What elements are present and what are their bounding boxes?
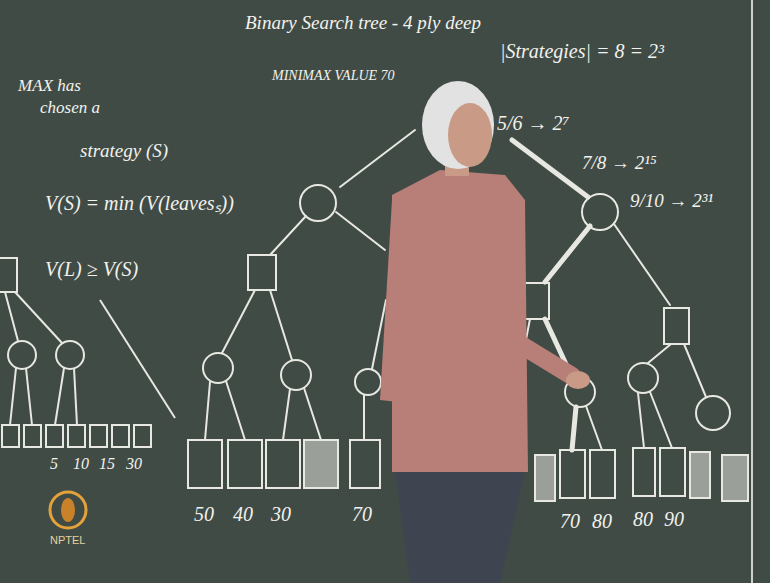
tree-edge xyxy=(340,130,415,187)
max-node xyxy=(525,283,549,319)
leaf-node xyxy=(660,448,685,496)
lecturer-arm xyxy=(505,335,572,376)
min-node xyxy=(696,396,730,430)
leaf-node xyxy=(560,450,585,498)
leaf-node xyxy=(2,425,19,447)
tree-edge xyxy=(222,290,255,353)
lecturer-face xyxy=(448,103,492,167)
min-node xyxy=(582,194,618,230)
leaf-value: 70 xyxy=(560,510,580,533)
tree-edge xyxy=(684,344,706,397)
strategy-edge xyxy=(572,407,576,450)
leaf-node xyxy=(68,425,85,447)
game-tree xyxy=(188,130,748,501)
leaf-node xyxy=(188,440,222,488)
shaded-leaf xyxy=(304,440,338,488)
strategy-growth: 9/10 → 2³¹ xyxy=(630,190,713,212)
logo-core xyxy=(61,498,75,522)
nptel-logo xyxy=(50,492,86,528)
strategy-growth: 5/6 → 2⁷ xyxy=(497,112,570,135)
tree-edge xyxy=(270,290,292,360)
tree-edge xyxy=(650,392,672,448)
min-node xyxy=(281,360,311,390)
leaf-node xyxy=(46,425,63,447)
tree-edge xyxy=(55,368,64,425)
leaf-value: 80 xyxy=(633,508,653,531)
minimax-value: MINIMAX VALUE 70 xyxy=(272,68,395,84)
leaf-value: 70 xyxy=(352,503,372,526)
leaf-node xyxy=(134,425,151,447)
leaf-node xyxy=(112,425,129,447)
tree-edge xyxy=(336,212,385,250)
leaf-value: 80 xyxy=(592,510,612,533)
leaf-node xyxy=(266,440,300,488)
strategy-edge xyxy=(545,226,590,282)
min-node xyxy=(56,341,84,369)
board-title: Binary Search tree - 4 ply deep xyxy=(245,12,481,34)
separator-line xyxy=(100,300,175,418)
tree-edge xyxy=(270,216,306,255)
leaf-value: 30 xyxy=(126,455,142,473)
max-node xyxy=(248,255,276,290)
tree-edge xyxy=(363,395,365,440)
strategy-growth: 7/8 → 2¹⁵ xyxy=(582,152,657,174)
lecturer-hand xyxy=(566,371,590,389)
lecturer-trousers xyxy=(395,470,525,583)
leaf-value: 10 xyxy=(73,455,89,473)
formula: V(L) ≥ V(S) xyxy=(45,258,138,281)
shaded-leaf xyxy=(535,455,555,501)
strategy-edge xyxy=(512,140,588,197)
tree-edge xyxy=(74,368,77,425)
leaf-value: 50 xyxy=(194,503,214,526)
leaf-value: 5 xyxy=(50,455,58,473)
min-node xyxy=(355,369,381,395)
min-node xyxy=(628,363,658,393)
tree-edge xyxy=(648,344,671,363)
min-node xyxy=(203,353,233,383)
tree-edge xyxy=(205,382,210,440)
tree-edge xyxy=(304,388,321,440)
watermark: NPTEL xyxy=(50,534,85,547)
board-note: chosen a xyxy=(40,98,100,118)
board-note: MAX has xyxy=(18,76,81,96)
lecturer-shirt xyxy=(392,170,528,472)
board-note: strategy (S) xyxy=(80,140,168,162)
lecturer xyxy=(380,81,590,583)
board-edge xyxy=(751,0,753,583)
leaf-node xyxy=(350,440,380,488)
max-node xyxy=(0,258,17,292)
tree-edge xyxy=(226,381,245,440)
leaf-value: 30 xyxy=(271,503,291,526)
tree-edge xyxy=(283,389,290,440)
leaf-node xyxy=(228,440,262,488)
leaf-node xyxy=(590,450,615,498)
leaf-node xyxy=(90,425,107,447)
tree-edge xyxy=(10,368,16,425)
tree-edge xyxy=(5,292,18,341)
tree-edge xyxy=(638,393,644,448)
min-node xyxy=(8,341,36,369)
shaded-leaf xyxy=(690,452,710,498)
lecturer-hair xyxy=(422,81,494,169)
tree-edge xyxy=(26,368,32,425)
leaf-value: 40 xyxy=(233,503,253,526)
leaf-value: 90 xyxy=(664,508,684,531)
formula: V(S) = min (V(leavesₛ)) xyxy=(45,192,234,215)
partial-tree xyxy=(0,258,175,447)
logo-ring xyxy=(50,492,86,528)
tree-edge xyxy=(586,406,602,450)
tree-edge xyxy=(614,224,670,305)
leaf-value: 15 xyxy=(99,455,115,473)
leaf-node xyxy=(633,448,655,496)
leaf-node xyxy=(24,425,41,447)
shaded-leaf xyxy=(722,455,748,501)
max-node xyxy=(664,308,689,344)
strategy-count: |Strategies| = 8 = 2³ xyxy=(500,40,664,63)
tree-edge xyxy=(15,292,62,343)
